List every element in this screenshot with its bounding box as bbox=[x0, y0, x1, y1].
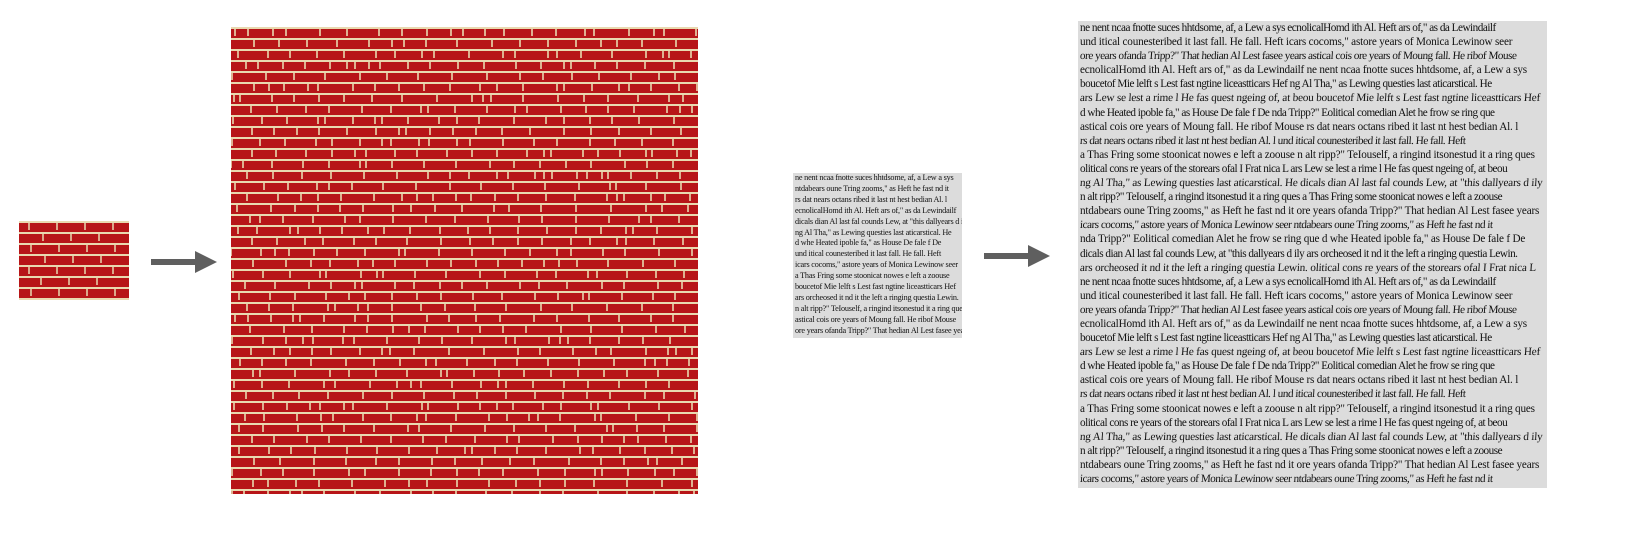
text-line: astical cois ore years of Moung fall. He… bbox=[1080, 374, 1519, 387]
text-line: boucetof Mie lelft s Lest fast ngtine li… bbox=[1080, 332, 1492, 345]
text-line: ntdabears oune Tring zooms," as Heft he … bbox=[1080, 458, 1540, 471]
text-line: nda Tripp?" Eolitical comedian Alet he f… bbox=[1080, 486, 1547, 488]
text-line: ars orcheosed it nd it the left a ringin… bbox=[1079, 261, 1537, 274]
text-output-large: ne nent ncaa fnotte suces hhtdsome, af, … bbox=[1078, 21, 1547, 488]
text-line: d whe Heated ipoble fa," as House De fal… bbox=[795, 238, 942, 248]
text-line: olitical cons re years of the storears o… bbox=[1080, 162, 1508, 175]
text-line: a Thas Fring some stoonicat nowes e left… bbox=[1080, 402, 1535, 415]
text-line: rs dat nears octans ribed it last nt hes… bbox=[795, 194, 948, 204]
text-line: nda Tripp?" Eolitical comedian Alet he f… bbox=[795, 337, 962, 338]
text-line: n alt ripp?" TeIouself, a ringind itsone… bbox=[1080, 191, 1503, 204]
text-line: ntdabears oune Tring zooms," as Heft he … bbox=[1080, 205, 1540, 218]
text-line: olitical cons re years of the storears o… bbox=[1080, 416, 1508, 429]
text-line: ne nent ncaa fnotte suces hhtdsome, af, … bbox=[1080, 275, 1496, 288]
text-line: und itical counesteribed it last fall. H… bbox=[1080, 36, 1513, 49]
text-line: ore years ofanda Tripp?" That hedian Al … bbox=[1079, 50, 1517, 63]
text-line: astical cois ore years of Moung fall. He… bbox=[795, 314, 957, 324]
text-line: ntdabears oune Tring zooms," as Heft he … bbox=[795, 183, 949, 193]
text-line: nda Tripp?" Eolitical comedian Alet he f… bbox=[1080, 233, 1526, 246]
text-line: ng Al Tha," as Lewing questies last atic… bbox=[1079, 177, 1543, 190]
text-line: d whe Heated ipoble fa," as House De fal… bbox=[1080, 360, 1495, 373]
text-line: ars Lew se lest a rime l He fas quest ng… bbox=[1079, 346, 1541, 359]
text-line: n alt ripp?" TeIouself, a ringind itsone… bbox=[795, 303, 962, 313]
text-line: ng Al Tha," as Lewing questies last atic… bbox=[1079, 430, 1543, 443]
text-line: ne nent ncaa fnotte suces hhtdsome, af, … bbox=[795, 173, 954, 182]
brick-joints-large bbox=[231, 27, 698, 494]
text-line: d whe Heated ipoble fa," as House De fal… bbox=[1080, 106, 1495, 119]
text-sample-small: ne nent ncaa fnotte suces hhtdsome, af, … bbox=[793, 173, 962, 338]
text-line: und itical counesteribed it last fall. H… bbox=[1080, 289, 1513, 302]
text-line: ore years ofanda Tripp?" That hedian Al … bbox=[1079, 303, 1517, 316]
text-line: n alt ripp?" TeIouself, a ringind itsone… bbox=[1080, 444, 1503, 457]
text-line: ecnolicalHomd ith Al. Heft ars of," as d… bbox=[795, 205, 957, 215]
text-line: boucetof Mie lelft s Lest fast ngtine li… bbox=[795, 282, 956, 292]
text-line: a Thas Fring some stoonicat nowes e left… bbox=[795, 271, 950, 281]
text-line: ars Lew se lest a rime l He fas quest ng… bbox=[1079, 92, 1541, 105]
text-line: icars cocoms," astore years of Monica Le… bbox=[795, 260, 958, 270]
text-line: ecnolicalHomd ith Al. Heft ars of," as d… bbox=[1080, 317, 1527, 330]
right-arrow-icon bbox=[151, 251, 217, 273]
text-line: rs dat nears octans ribed it last nt hes… bbox=[1079, 388, 1466, 401]
text-line: icars cocoms," astore years of Monica Le… bbox=[1079, 473, 1493, 485]
text-line: ars orcheosed it nd it the left a ringin… bbox=[795, 292, 959, 302]
text-line: ng Al Tha," as Lewing questies last atic… bbox=[795, 227, 952, 237]
text-line: a Thas Fring some stoonicat nowes e left… bbox=[1080, 148, 1535, 161]
text-line: dicals dian Al last fal counds Lew, at "… bbox=[1080, 247, 1518, 260]
right-arrow-icon bbox=[984, 245, 1050, 267]
brick-sample-small bbox=[19, 221, 129, 300]
text-line: ore years ofanda Tripp?" That hedian Al … bbox=[795, 325, 962, 335]
brick-output-large bbox=[231, 27, 698, 494]
text-line: astical cois ore years of Moung fall. He… bbox=[1080, 120, 1519, 133]
text-line: und itical counesteribed it last fall. H… bbox=[795, 249, 942, 259]
brick-joints-small bbox=[28, 221, 116, 296]
text-line: boucetof Mie lelft s Lest fast ngtine li… bbox=[1080, 78, 1492, 91]
text-line: ecnolicalHomd ith Al. Heft ars of," as d… bbox=[1080, 64, 1527, 77]
text-line: icars cocoms," astore years of Monica Le… bbox=[1079, 219, 1493, 232]
text-line: rs dat nears octans ribed it last nt hes… bbox=[1079, 134, 1466, 147]
text-line: dicals dian Al last fal counds Lew, at "… bbox=[795, 216, 962, 226]
text-line: ne nent ncaa fnotte suces hhtdsome, af, … bbox=[1080, 22, 1496, 34]
